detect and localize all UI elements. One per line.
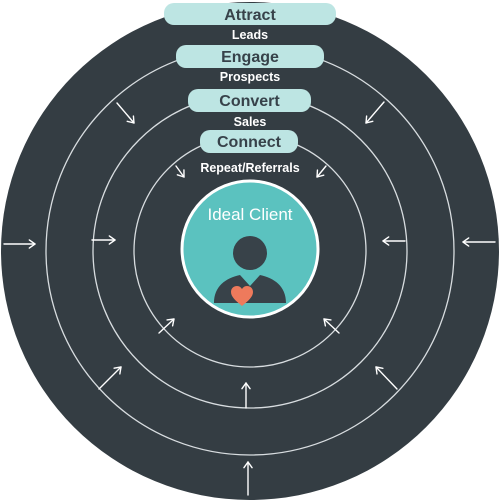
arrows-layer	[3, 101, 496, 496]
ring-pill-convert: Convert Sales	[188, 89, 311, 129]
ring-label-connect: Connect	[217, 134, 282, 151]
ring-sublabel-repeat-referrals: Repeat/Referrals	[200, 161, 299, 175]
arrow-icon	[116, 102, 135, 124]
arrow-icon	[243, 461, 253, 496]
arrow-icon	[382, 236, 406, 246]
ring-pill-connect: Connect Repeat/Referrals	[200, 130, 300, 175]
pill-convert	[188, 89, 311, 112]
ideal-client-center: Ideal Client	[180, 179, 320, 319]
ring-sublabel-leads: Leads	[232, 28, 268, 42]
ring-sublabel-prospects: Prospects	[220, 70, 280, 84]
arrow-icon	[241, 382, 251, 409]
arrow-icon	[375, 366, 398, 390]
ring-pill-attract: Attract Leads	[164, 3, 336, 42]
arrow-icon	[3, 239, 36, 249]
arrow-icon	[98, 366, 122, 390]
ideal-client-label: Ideal Client	[207, 205, 292, 224]
arrow-icon	[462, 237, 496, 247]
arrow-icon	[175, 165, 185, 178]
pill-connect	[200, 130, 298, 153]
heart-icon	[231, 286, 253, 306]
pill-attract	[164, 3, 336, 25]
ring-label-convert: Convert	[219, 93, 280, 110]
arrow-icon	[323, 318, 340, 334]
ring-label-engage: Engage	[221, 49, 279, 66]
ring-pill-engage: Engage Prospects	[176, 45, 324, 84]
arrow-icon	[158, 318, 175, 334]
arrow-icon	[91, 235, 116, 245]
arrow-icon	[316, 165, 327, 178]
ring-label-attract: Attract	[224, 7, 276, 24]
arrow-icon	[365, 101, 385, 124]
ring-sublabel-sales: Sales	[234, 115, 267, 129]
pill-engage	[176, 45, 324, 68]
